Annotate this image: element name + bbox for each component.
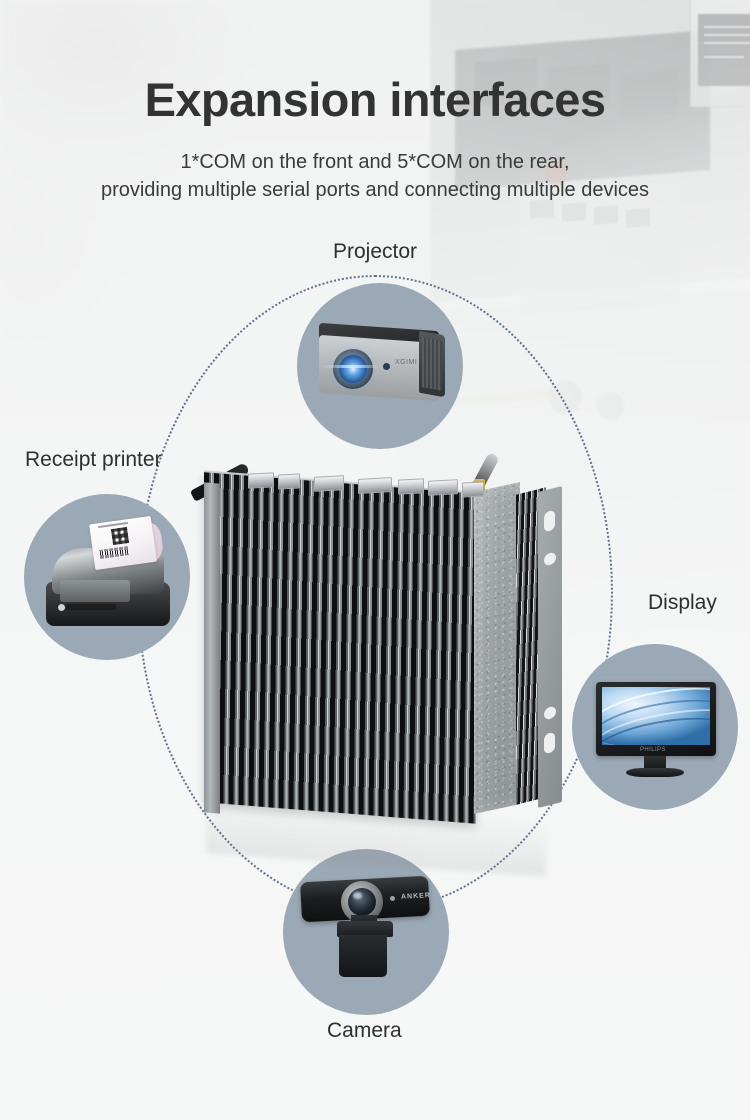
io-port (358, 477, 392, 494)
projector-lens-flare (321, 365, 383, 368)
io-port (462, 481, 484, 498)
projector-brand-logo: XGIMI (395, 359, 418, 366)
webcam-clip-top (337, 921, 393, 937)
monitor-screen (602, 687, 710, 745)
projector-sensor (383, 363, 390, 370)
projector-vent-grille (422, 337, 442, 391)
peripheral-label-display: Display (648, 591, 717, 614)
webcam-lens-glint (353, 892, 362, 899)
printer-paper-tray (60, 580, 130, 602)
page-title: Expansion interfaces (144, 73, 606, 126)
webcam-lens (348, 888, 376, 916)
monitor-brand-logo: PHILIPS (640, 747, 666, 753)
industrial-pc-product-image (186, 445, 566, 877)
peripheral-badge-receipt-printer[interactable] (24, 494, 190, 660)
webcam-clip-body (339, 935, 387, 977)
subtitle-line-2: providing multiple serial ports and conn… (100, 179, 650, 201)
io-port (314, 475, 344, 492)
monitor-stand-neck (644, 756, 666, 770)
peripheral-badge-camera[interactable]: ANKER (283, 849, 449, 1015)
subtitle-line-1: 1*COM on the front and 5*COM on the rear… (180, 151, 570, 173)
peripheral-label-projector: Projector (333, 240, 418, 263)
mounting-bracket (538, 486, 562, 808)
io-port-row (248, 471, 498, 498)
peripheral-badge-projector[interactable]: XGIMI (297, 283, 463, 449)
page-subtitle: 1*COM on the front and 5*COM on the rear… (0, 148, 750, 204)
peripheral-badge-display[interactable]: PHILIPS (572, 644, 738, 810)
io-port (398, 478, 424, 495)
monitor-stand-base (626, 768, 684, 777)
heatsink-left-cap (204, 482, 220, 814)
io-port (278, 473, 300, 490)
qr-code-icon (110, 526, 130, 546)
heatsink-fins (204, 472, 476, 824)
chassis-side-texture (474, 482, 520, 814)
printer-paper-slot (66, 604, 116, 610)
projector-lens (339, 355, 367, 383)
peripheral-label-receipt-printer: Receipt printer (25, 448, 162, 471)
io-port (428, 479, 458, 496)
printer-feed-button (58, 604, 65, 611)
io-port (248, 472, 274, 489)
peripheral-label-camera: Camera (327, 1019, 402, 1042)
webcam-indicator-led (390, 896, 395, 901)
